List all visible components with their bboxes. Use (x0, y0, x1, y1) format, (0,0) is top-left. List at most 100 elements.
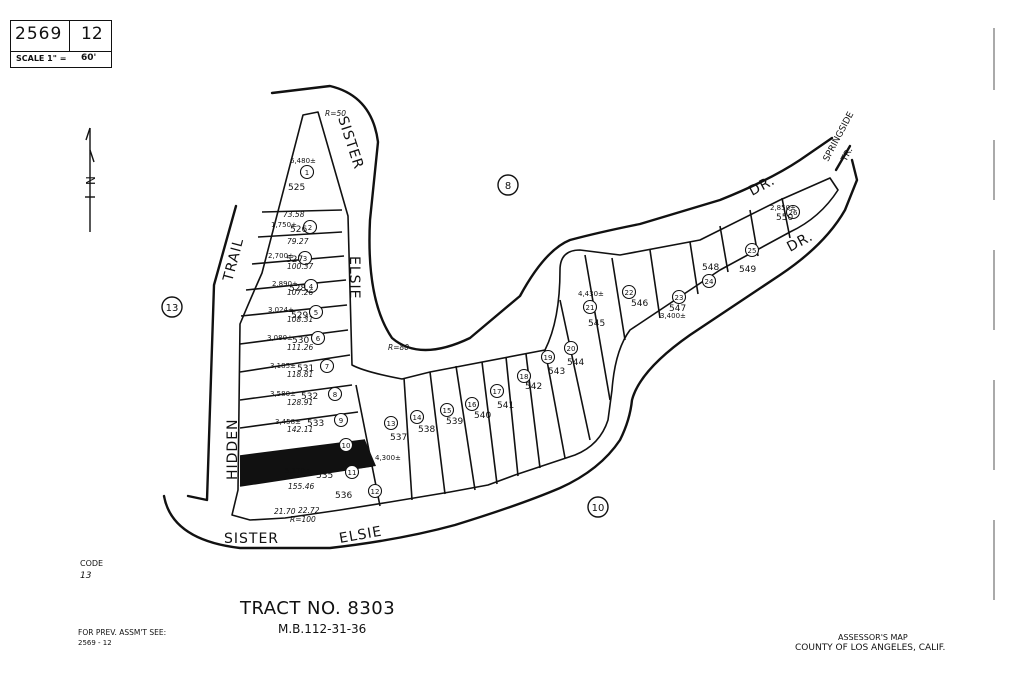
parcel-number: 10 (342, 442, 351, 450)
dimension-label: 118.81 (287, 370, 313, 379)
parcel-circle (516, 368, 532, 384)
lot-line (781, 197, 791, 239)
parcel-apn: 541 (497, 401, 514, 411)
lot-line (455, 365, 476, 491)
street-line-hidden-trail (186, 204, 238, 502)
parcel-apn: 544 (567, 358, 584, 368)
dimension-label: 108.31 (287, 315, 313, 324)
dimension-label: 73.58 (283, 210, 305, 219)
lot-line (251, 255, 345, 265)
dimension-label: R=50 (325, 109, 346, 118)
parcel-number: 2 (308, 224, 312, 232)
parcel-apn: 525 (288, 183, 305, 193)
parcel-apn: 529 (291, 311, 308, 321)
parcel-circle (299, 164, 315, 180)
parcel-circle (439, 402, 455, 418)
parcel-area: 1,750± (271, 221, 297, 229)
lot-line (505, 356, 519, 477)
lot-line (239, 354, 351, 373)
parcel-circle (563, 340, 579, 356)
parcel-circle (308, 304, 324, 320)
dimension-label: R=100 (290, 515, 316, 524)
tract-boundary (231, 111, 839, 521)
prev-assessment-label: FOR PREV. ASSM'T SEE: (78, 628, 167, 637)
parcel-circle (344, 464, 360, 480)
parcel-area: 2,700± (268, 252, 294, 260)
parcel-number: 15 (443, 407, 452, 415)
parcel-circle (671, 289, 687, 305)
parcel-number: 12 (371, 488, 380, 496)
parcel-circle (338, 437, 354, 453)
parcel-apn: 531 (297, 364, 314, 374)
map-book-top: 8 (505, 181, 511, 192)
parcel-circle (319, 358, 335, 374)
parcel-circle (367, 483, 383, 499)
parcel-apn: 526 (290, 225, 307, 235)
parcel-circle (785, 204, 801, 220)
parcel-number: 17 (493, 388, 502, 396)
parcel-area: 3,024± (268, 306, 294, 314)
lot-line (257, 231, 343, 238)
parcel-apn: 540 (474, 411, 491, 421)
parcel-circle (621, 284, 637, 300)
page-number: 12 (81, 24, 103, 44)
parcel-apn: 528 (289, 284, 306, 294)
lot-line (544, 349, 566, 459)
parcel-apn: 538 (418, 425, 435, 435)
parcel-number: 6 (316, 335, 321, 343)
parcel-number: 14 (413, 414, 422, 422)
parcel-area: 4,300± (375, 454, 401, 462)
parcel-circle (489, 383, 505, 399)
parcel-area: 6,480± (290, 157, 316, 165)
map-book-circle-top (497, 174, 519, 196)
parcel-circle (333, 412, 349, 428)
lot-line (240, 304, 348, 317)
parcel-apn: 543 (548, 367, 565, 377)
parcel-apn: 545 (588, 319, 605, 329)
lot-line (239, 329, 349, 345)
parcel-number: 11 (348, 469, 357, 477)
parcel-apn: 547 (669, 304, 686, 314)
parcel-apn: 535 (316, 471, 333, 481)
lot-line (584, 254, 611, 401)
parcel-apn: 532 (301, 392, 318, 402)
parcel-number: 7 (325, 363, 329, 371)
street-line-springside (834, 144, 852, 172)
parcel-number: 16 (468, 401, 477, 409)
street-trail: TRAIL (220, 236, 247, 284)
lot-line (649, 249, 661, 319)
parcel-area: 3,400± (660, 312, 686, 320)
parcel-apn: 539 (446, 417, 463, 427)
parcel-apn: 537 (390, 433, 407, 443)
parcel-apn: 546 (631, 299, 648, 309)
lot-line (429, 371, 446, 495)
map-book-circle-bottom (587, 496, 609, 518)
parcel-apn: 533 (307, 419, 324, 429)
lot-line (403, 377, 413, 501)
map-book-left: 13 (166, 303, 179, 314)
dimension-label: 107.26 (287, 288, 313, 297)
parcel-circle (464, 396, 480, 412)
parcel-apn: 530 (292, 336, 309, 346)
lot-line (261, 209, 343, 213)
code-label: CODE (80, 559, 104, 568)
parcel-apn: 549 (739, 265, 756, 275)
map-book-reference: M.B.112-31-36 (278, 622, 367, 636)
dimension-label: 142.11 (287, 425, 313, 434)
parcel-circle (303, 278, 319, 294)
parcel-number: 20 (567, 345, 576, 353)
parcel-circle (540, 349, 556, 365)
map-book-bottom: 10 (592, 503, 605, 514)
parcel-area: 3,080± (267, 334, 293, 342)
lot-line (611, 257, 626, 341)
header-box: 2569 12 SCALE 1" = 60' (10, 20, 112, 68)
parcel-number: 9 (339, 417, 343, 425)
dimension-label: 21.70 (274, 507, 296, 516)
county-label: COUNTY OF LOS ANGELES, CALIF. (795, 643, 946, 653)
parcel-circle (302, 219, 318, 235)
parcel-number: 1 (305, 169, 309, 177)
parcel-circle (383, 415, 399, 431)
parcel-number: 13 (387, 420, 396, 428)
parcel-number: 22 (625, 289, 634, 297)
